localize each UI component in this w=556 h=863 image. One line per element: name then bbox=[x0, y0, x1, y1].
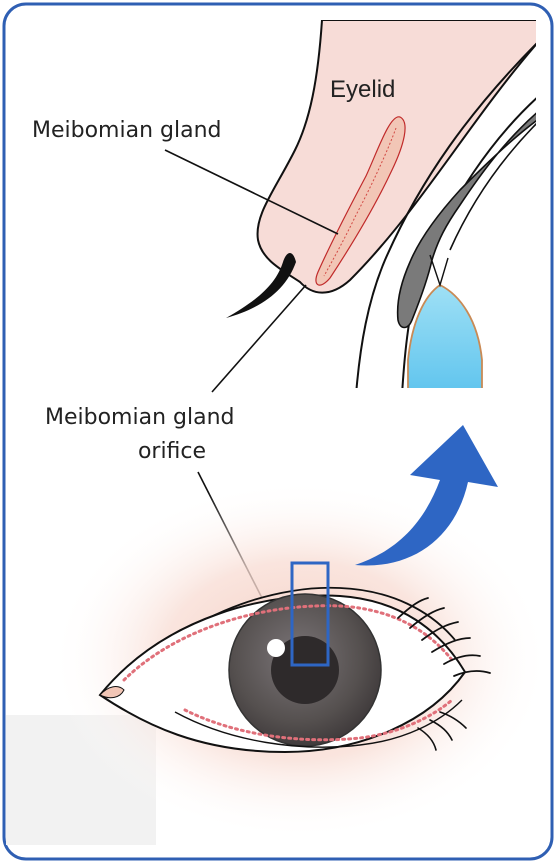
label-eyelid: Eyelid bbox=[330, 76, 395, 103]
eye-highlight bbox=[267, 639, 285, 657]
label-meibomian-gland: Meibomian gland bbox=[32, 118, 221, 143]
label-orifice-line1: Meibomian gland bbox=[45, 405, 234, 430]
label-orifice-line2: orifice bbox=[138, 439, 206, 464]
